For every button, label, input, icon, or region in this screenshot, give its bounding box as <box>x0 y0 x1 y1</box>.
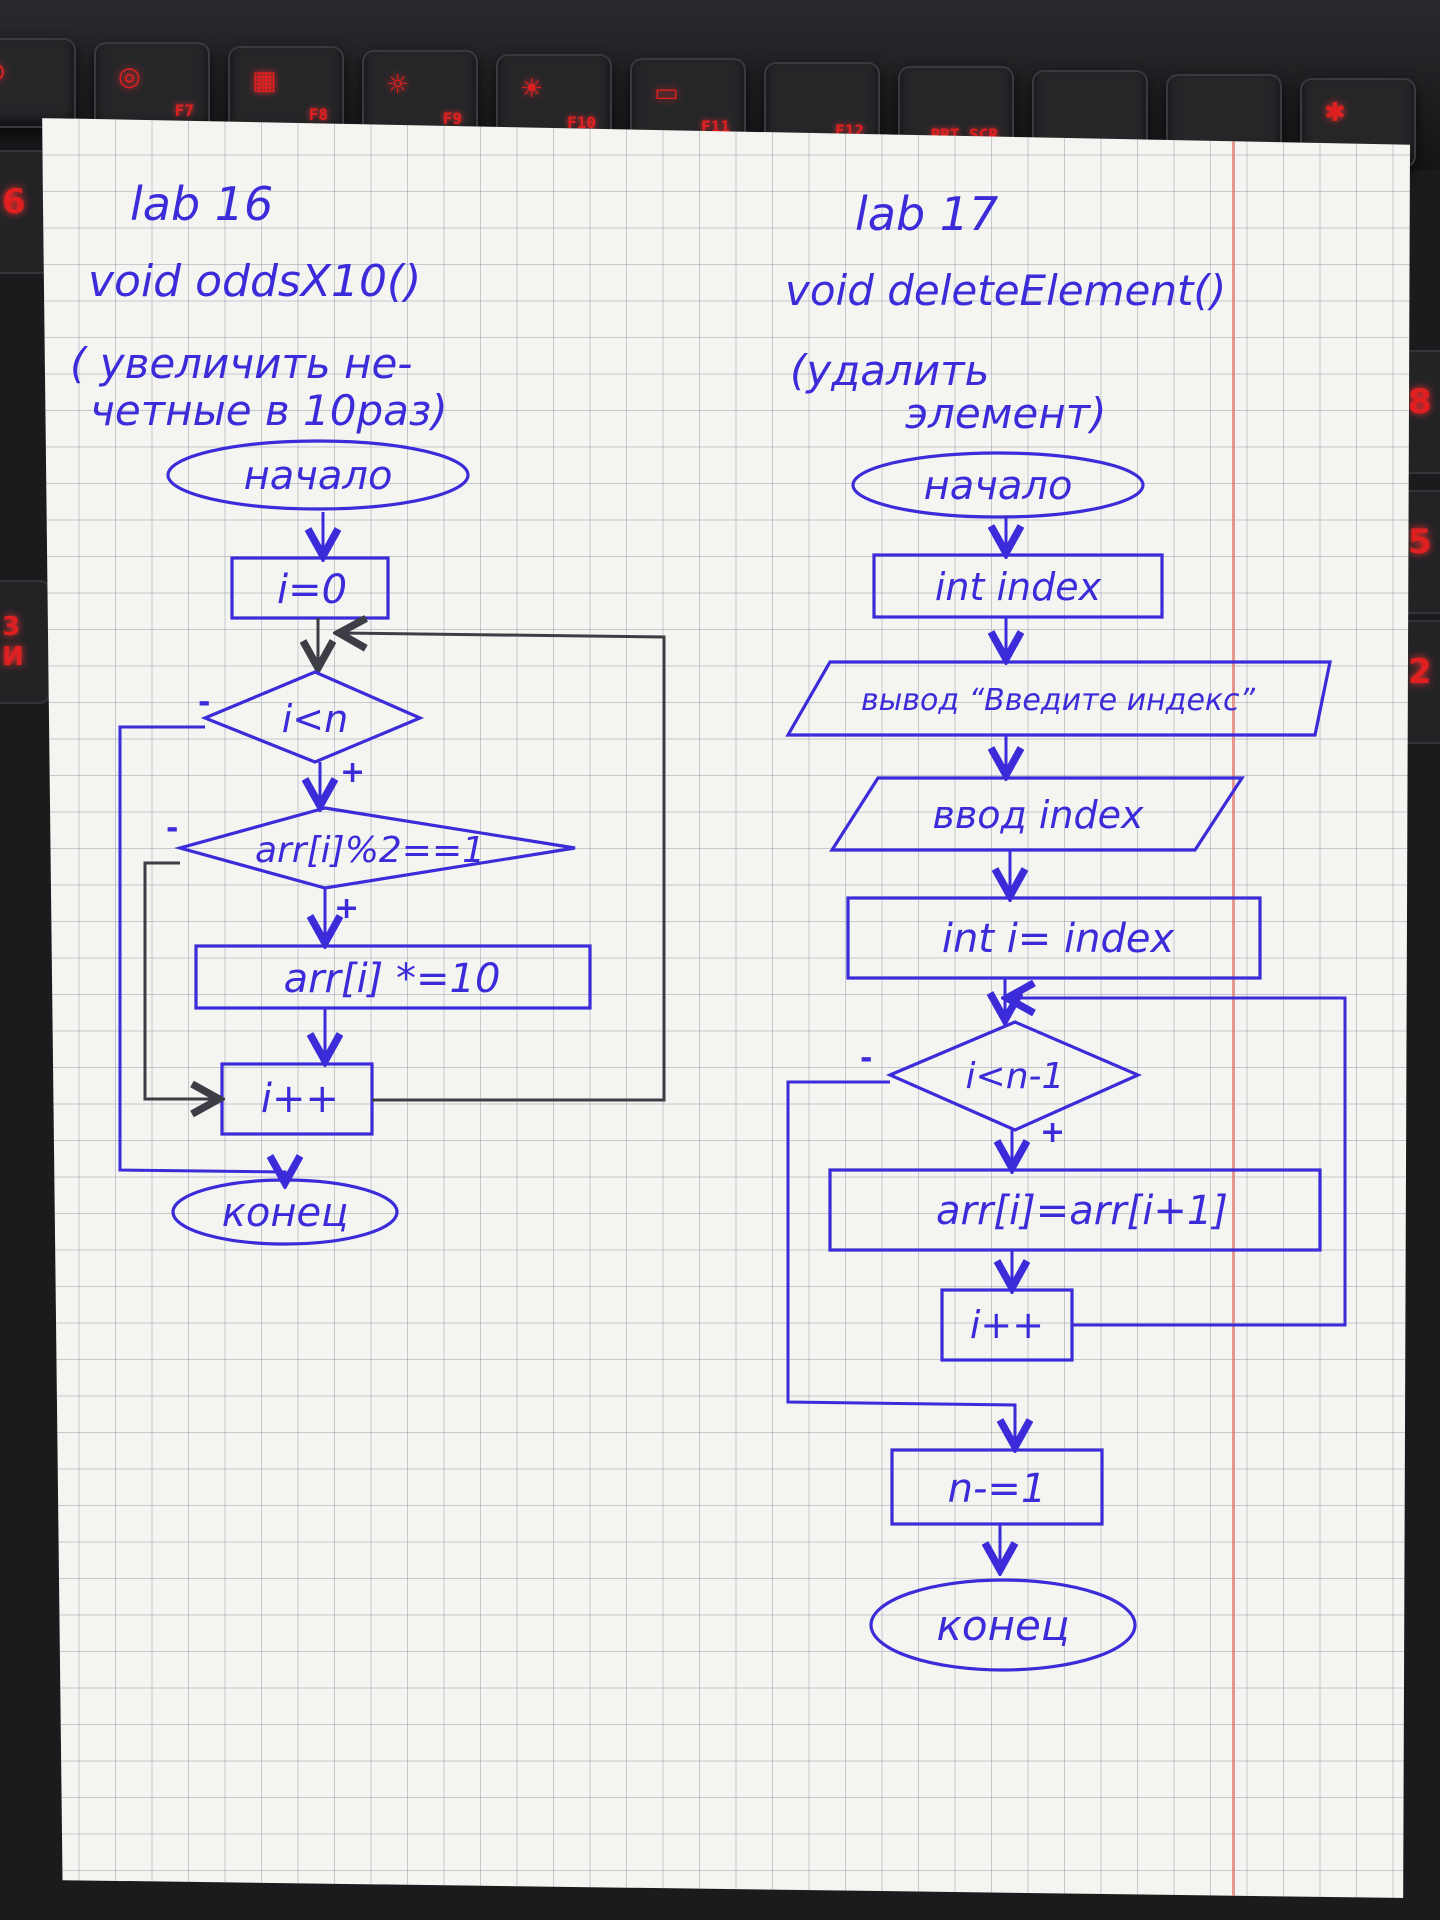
key-label: 3 И <box>2 612 24 672</box>
lab17-declare-label: int index <box>935 565 1102 609</box>
key-icon: ◎ <box>118 62 141 92</box>
lab17-output-label: вывод “Введите индекс” <box>861 683 1256 718</box>
loop-back-connector <box>1010 998 1347 1327</box>
lab17-flowchart: lab 17 void deleteElement() (удалить эле… <box>785 187 1347 1672</box>
lab17-title: lab 17 <box>855 187 998 241</box>
lab16-multiply-box <box>194 944 592 1010</box>
lab16-init-label: i=0 <box>277 567 347 613</box>
true-branch-sign: + <box>1040 1115 1065 1150</box>
key-icon: ☼ <box>386 70 410 100</box>
false-branch-sign: - <box>166 811 178 846</box>
lab16-title: lab 16 <box>130 177 273 231</box>
key-icon: ▭ <box>654 78 679 108</box>
key-icon: ✱ <box>1324 98 1346 128</box>
lab17-comment-line1: (удалить <box>790 346 989 395</box>
key-icon: ⏻ <box>0 58 5 89</box>
lab17-condition-label: i<n-1 <box>966 1056 1065 1097</box>
lab17-end-terminal <box>869 1578 1137 1672</box>
exit-connector <box>786 1080 1015 1444</box>
lab16-comment-line1: ( увеличить не- <box>70 339 412 388</box>
lab17-input-label: ввод index <box>932 793 1144 837</box>
lab17-decrement-box <box>890 1448 1104 1526</box>
true-branch-sign: + <box>334 891 359 926</box>
lab17-init-label: int i= index <box>942 916 1175 962</box>
key-label: F9 <box>442 109 462 128</box>
lab17-start-label: начало <box>924 463 1073 509</box>
lab17-output-parallelogram <box>785 660 1332 737</box>
key-label: F8 <box>308 105 328 124</box>
key-label: 8 <box>1408 382 1432 422</box>
keyboard-key: ▦ F8 <box>228 46 344 136</box>
lab17-function-name: void deleteElement() <box>785 266 1226 315</box>
key-icon: ☀ <box>520 74 544 104</box>
key-label: F7 <box>174 101 194 120</box>
exit-connector <box>118 725 285 1180</box>
lab17-comment-line2: элемент) <box>905 389 1107 438</box>
lab17-declare-box <box>872 553 1164 619</box>
lab16-increment-label: i++ <box>261 1076 339 1122</box>
lab17-end-label: конец <box>937 1601 1070 1650</box>
lab16-start-terminal <box>166 439 470 511</box>
key-icon: ▦ <box>252 66 277 96</box>
false-branch-sign: - <box>198 685 210 720</box>
key-label: F10 <box>567 113 596 132</box>
lab16-end-terminal <box>171 1178 399 1246</box>
false-branch-sign: - <box>860 1041 872 1076</box>
keyboard-key: ⏻ <box>0 38 76 128</box>
lab17-shift-box <box>828 1168 1322 1252</box>
lab16-function-name: void oddsX10() <box>88 256 421 307</box>
lab17-input-parallelogram <box>829 776 1245 852</box>
key-label: 6 <box>2 182 26 222</box>
lab16-start-label: начало <box>244 453 393 499</box>
lab17-decrement-label: n-=1 <box>948 1466 1047 1512</box>
lab16-end-label: конец <box>222 1190 349 1236</box>
lab17-init-box <box>846 896 1262 980</box>
true-branch-sign: + <box>340 755 365 790</box>
lab16-odd-check-label: arr[i]%2==1 <box>255 830 485 871</box>
lab16-multiply-label: arr[i] *=10 <box>284 956 501 1002</box>
lab16-init-box <box>230 556 390 620</box>
lab16-condition-label: i<n <box>282 697 348 741</box>
key-label: 2 <box>1408 652 1432 692</box>
lab17-shift-label: arr[i]=arr[i+1] <box>936 1188 1228 1234</box>
lab16-comment-line2: четные в 10раз) <box>90 386 448 435</box>
lab16-flowchart: lab 16 void oddsX10() ( увеличить не- че… <box>70 177 666 1246</box>
key-label: 5 <box>1408 522 1432 562</box>
lab17-condition-diamond <box>885 1020 1142 1132</box>
lab17-increment-label: i++ <box>970 1303 1044 1347</box>
lab17-start-terminal <box>851 451 1145 519</box>
lab16-condition-diamond <box>200 670 425 764</box>
skip-connector <box>143 861 216 1099</box>
loop-back-connector <box>342 633 666 1102</box>
